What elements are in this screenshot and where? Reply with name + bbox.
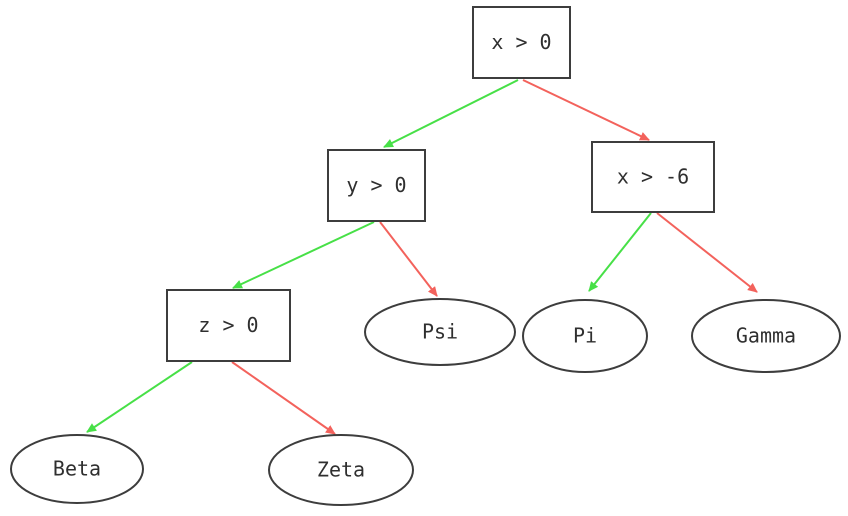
leaf-node-psi: Psi <box>364 298 516 366</box>
node-label-pi: Pi <box>573 324 597 348</box>
edge-z0-beta-true <box>86 361 193 433</box>
edge-z0-zeta-false <box>231 361 336 435</box>
edge-y0-z0-true <box>232 221 375 289</box>
node-label-y0: y > 0 <box>346 173 406 197</box>
node-label-zeta: Zeta <box>317 458 365 482</box>
decision-node-z0: z > 0 <box>166 289 291 362</box>
node-shape-pi <box>522 299 648 373</box>
edge-x0-y0-true <box>383 79 519 148</box>
node-shape-z0 <box>166 289 291 362</box>
decision-node-x0: x > 0 <box>472 6 571 79</box>
decision-node-x6: x > -6 <box>591 141 715 213</box>
node-label-beta: Beta <box>53 457 101 481</box>
node-shape-zeta <box>268 434 414 506</box>
node-label-gamma: Gamma <box>736 324 796 348</box>
edge-x6-pi-true <box>588 212 652 292</box>
leaf-node-beta: Beta <box>10 434 144 504</box>
edge-y0-psi-false <box>379 221 438 297</box>
edge-x6-gamma-false <box>656 212 758 293</box>
node-label-z0: z > 0 <box>198 313 258 337</box>
node-shape-psi <box>364 298 516 366</box>
node-label-x0: x > 0 <box>491 30 551 54</box>
node-shape-beta <box>10 434 144 504</box>
leaf-node-pi: Pi <box>522 299 648 373</box>
leaf-node-zeta: Zeta <box>268 434 414 506</box>
edge-x0-x6-false <box>522 79 650 141</box>
node-label-x6: x > -6 <box>617 165 689 189</box>
node-shape-x0 <box>472 6 571 79</box>
edges-layer <box>86 79 758 435</box>
node-shape-y0 <box>327 149 426 222</box>
node-shape-x6 <box>591 141 715 213</box>
node-label-psi: Psi <box>422 320 458 344</box>
decision-node-y0: y > 0 <box>327 149 426 222</box>
leaf-node-gamma: Gamma <box>691 299 841 373</box>
node-shape-gamma <box>691 299 841 373</box>
